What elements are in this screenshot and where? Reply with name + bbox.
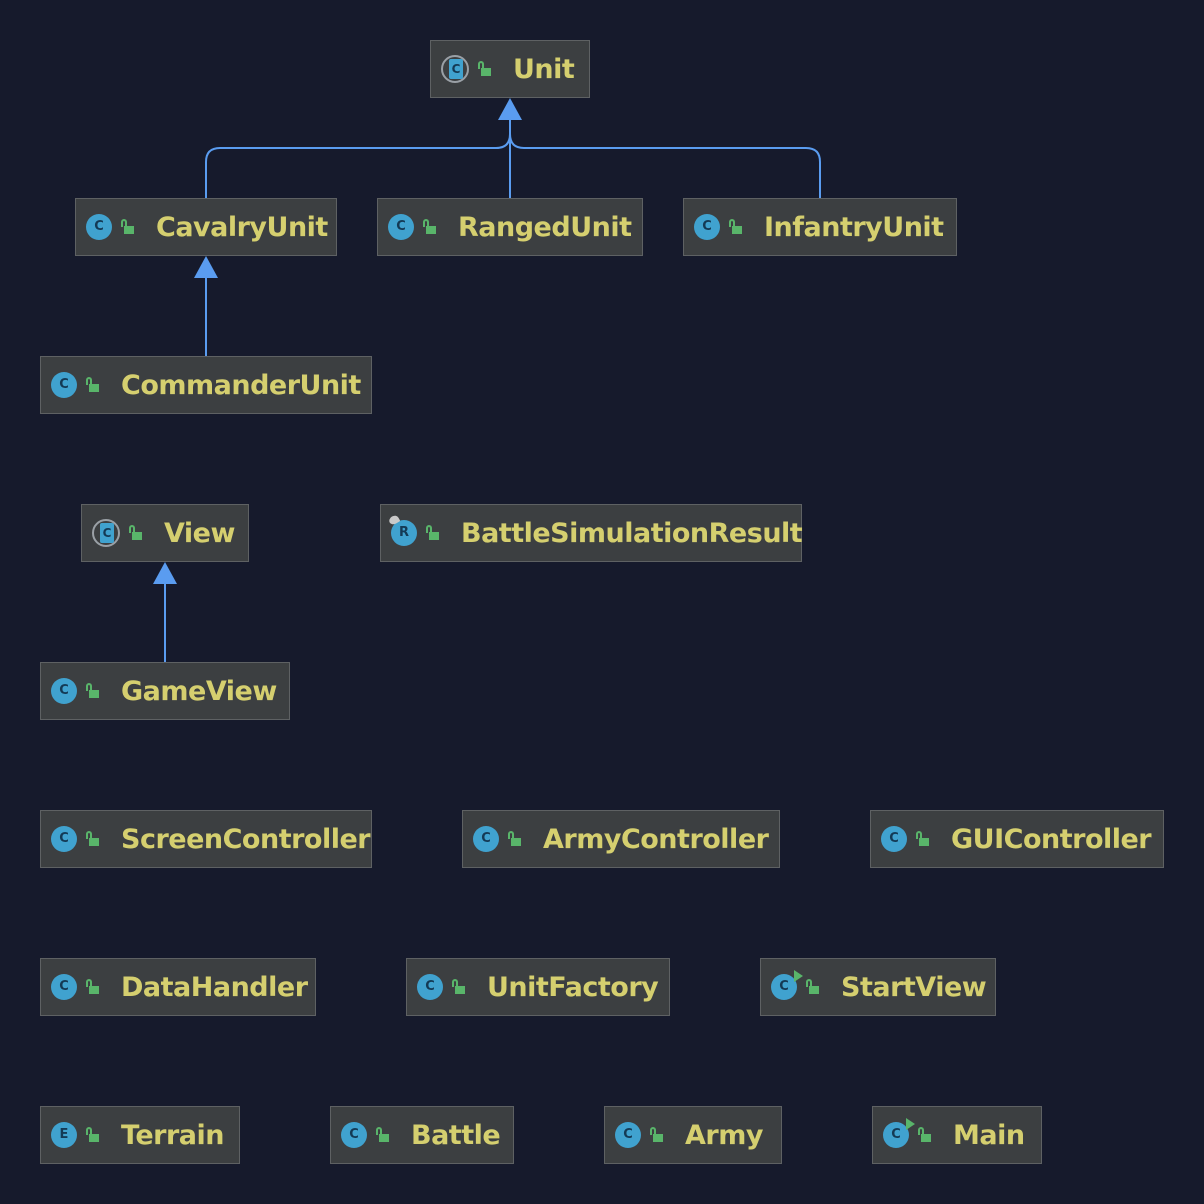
enum-icon: E [51,1122,77,1148]
record-icon: R [387,514,417,546]
public-visibility-icon [128,525,144,541]
class-name-label: Main [953,1119,1025,1151]
class-icon: C [341,1122,367,1148]
class-node-ranged[interactable]: C RangedUnit [377,198,643,256]
class-icon: C [388,214,414,240]
class-icon: C [615,1122,641,1148]
class-name-label: UnitFactory [487,971,659,1003]
abstract-class-icon: C [441,55,469,83]
public-visibility-icon [507,831,523,847]
inheritance-arrowhead-cavalry [194,256,218,278]
class-icon: C [417,974,443,1000]
public-visibility-icon [728,219,744,235]
public-visibility-icon [85,979,101,995]
class-node-gameview[interactable]: C GameView [40,662,290,720]
class-node-unit[interactable]: C Unit [430,40,590,98]
class-node-armyctl[interactable]: C ArmyController [462,810,780,868]
class-icon: C [86,214,112,240]
class-icon: C [51,974,77,1000]
class-node-startview[interactable]: C StartView [760,958,996,1016]
class-name-label: Unit [513,53,575,85]
public-visibility-icon [85,683,101,699]
class-node-bsr[interactable]: R BattleSimulationResult [380,504,803,562]
class-node-guictl[interactable]: C GUIController [870,810,1164,868]
class-name-label: Army [685,1119,763,1151]
class-name-label: BattleSimulationResult [461,517,803,549]
class-icon: C [51,678,77,704]
class-name-label: RangedUnit [458,211,632,243]
class-node-terrain[interactable]: E Terrain [40,1106,240,1164]
public-visibility-icon [120,219,136,235]
public-visibility-icon [477,61,493,77]
class-name-label: GUIController [951,823,1152,855]
class-node-infantry[interactable]: C InfantryUnit [683,198,957,256]
class-node-army[interactable]: C Army [604,1106,782,1164]
run-marker-icon [906,1118,915,1130]
public-visibility-icon [375,1127,391,1143]
class-node-screenctl[interactable]: C ScreenController [40,810,372,868]
class-name-label: ScreenController [121,823,371,855]
class-name-label: ArmyController [543,823,769,855]
class-icon: C [694,214,720,240]
class-name-label: InfantryUnit [764,211,944,243]
public-visibility-icon [422,219,438,235]
public-visibility-icon [85,831,101,847]
run-marker-icon [794,970,803,982]
class-name-label: GameView [121,675,277,707]
class-node-view[interactable]: C View [81,504,249,562]
public-visibility-icon [425,525,441,541]
class-name-label: DataHandler [121,971,308,1003]
inheritance-arrowhead-unit [498,98,522,120]
class-node-cavalry[interactable]: C CavalryUnit [75,198,337,256]
class-node-datahandler[interactable]: C DataHandler [40,958,316,1016]
public-visibility-icon [85,377,101,393]
class-node-main[interactable]: C Main [872,1106,1042,1164]
class-icon: C [51,826,77,852]
class-name-label: CommanderUnit [121,369,361,401]
class-name-label: StartView [841,971,987,1003]
public-visibility-icon [805,979,821,995]
inheritance-edge-infantry-unit [509,120,821,198]
class-name-label: CavalryUnit [156,211,328,243]
public-visibility-icon [917,1127,933,1143]
class-node-battle[interactable]: C Battle [330,1106,514,1164]
class-icon: C [473,826,499,852]
class-name-label: Terrain [121,1119,224,1151]
class-name-label: View [164,517,235,549]
inheritance-arrowhead-view [153,562,177,584]
public-visibility-icon [915,831,931,847]
class-node-commander[interactable]: C CommanderUnit [40,356,372,414]
abstract-class-icon: C [92,519,120,547]
public-visibility-icon [85,1127,101,1143]
record-marker-icon [387,514,401,526]
runnable-class-icon: C [771,970,803,1000]
class-name-label: Battle [411,1119,501,1151]
runnable-class-icon: C [883,1118,915,1148]
class-node-unitfactory[interactable]: C UnitFactory [406,958,670,1016]
class-icon: C [51,372,77,398]
public-visibility-icon [451,979,467,995]
class-icon: C [881,826,907,852]
public-visibility-icon [649,1127,665,1143]
inheritance-edge-cavalry-unit [205,120,511,198]
